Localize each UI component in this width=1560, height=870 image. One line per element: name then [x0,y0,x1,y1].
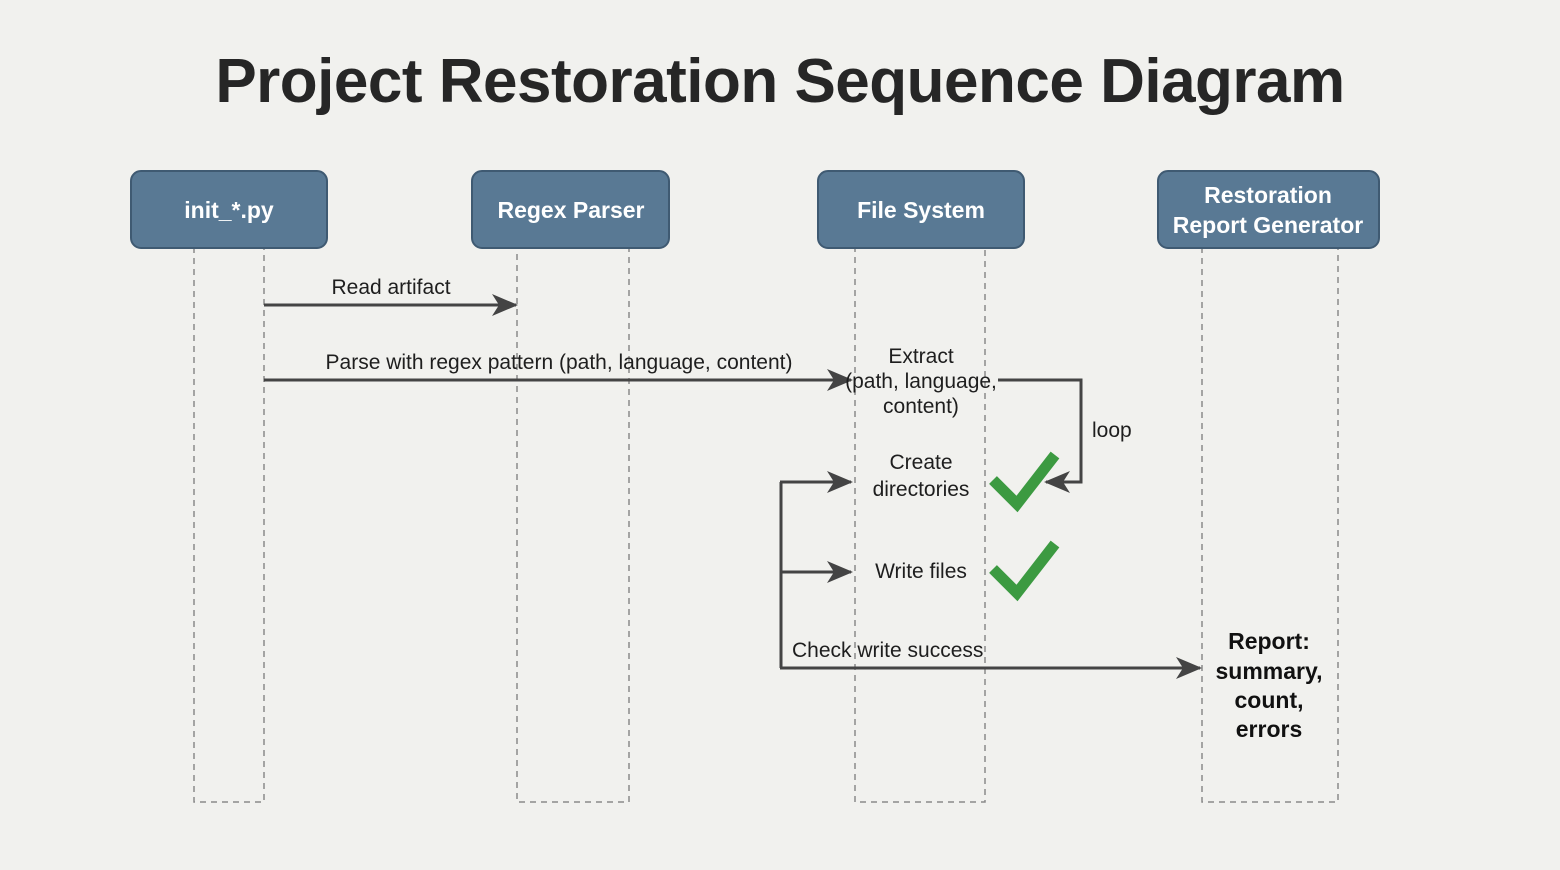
message-parse-label: Parse with regex pattern (path, language… [326,351,793,374]
report-note-line3: count, [1235,687,1304,713]
participant-fs-label: File System [857,197,985,223]
report-note-line4: errors [1236,716,1302,742]
report-note-line1: Report: [1228,628,1310,654]
check-icon [989,451,1060,513]
extract-note-line2: (path, language, [845,370,997,393]
diagram-title: Project Restoration Sequence Diagram [215,47,1345,116]
loop-arrow [998,378,1083,493]
participant-init-label: init_*.py [184,197,274,223]
message-check-label: Check write success [792,639,983,662]
participant-report-label-line2: Report Generator [1173,212,1363,238]
participant-init: init_*.py [130,170,328,249]
participant-regex-parser: Regex Parser [471,170,670,249]
message-read-artifact-label: Read artifact [331,276,450,299]
lifeline-init [193,247,265,803]
lifeline-fs [854,247,986,803]
participant-parser-label: Regex Parser [497,197,644,223]
loop-label: loop [1092,419,1132,442]
participant-report-label-line1: Restoration [1204,182,1332,208]
extract-note-line3: content) [883,395,959,418]
extract-note-line1: Extract [888,345,954,368]
participant-report-generator: Restoration Report Generator [1157,170,1380,249]
participant-file-system: File System [817,170,1025,249]
create-directories-line2: directories [873,478,970,501]
report-note-line2: summary, [1216,658,1323,684]
write-files-label: Write files [875,560,967,583]
bracket-arrows [779,471,1202,679]
lifeline-parser [516,247,630,803]
check-icon [989,540,1060,602]
create-directories-line1: Create [889,451,952,474]
